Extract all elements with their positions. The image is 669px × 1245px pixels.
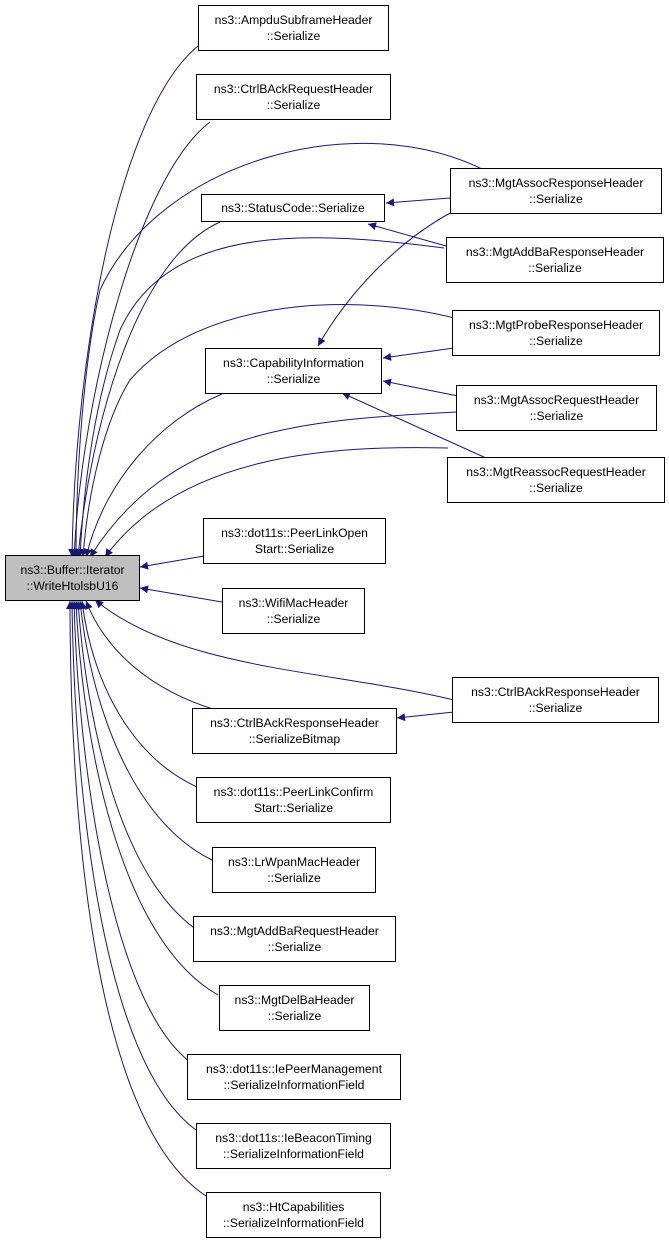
node-mgt-addba-response-header-serialize[interactable]: ns3::MgtAddBaResponseHeader ::Serialize (446, 237, 664, 283)
node-mgt-assoc-response-header-serialize[interactable]: ns3::MgtAssocResponseHeader ::Serialize (450, 168, 662, 214)
node-dot11s-peer-link-confirm-start-serialize[interactable]: ns3::dot11s::PeerLinkConfirm Start::Seri… (196, 777, 391, 823)
edge-reassocreq-to-root (104, 447, 449, 558)
edge-assocresp-to-capinfo (317, 211, 453, 347)
edge-proberesp-to-capinfo (382, 347, 455, 361)
edge-capinfo-to-root (84, 393, 223, 558)
edge-ctrlbackresp-to-root (94, 599, 455, 701)
node-status-code-serialize[interactable]: ns3::StatusCode::Serialize (201, 194, 385, 222)
node-label-line2: ::Serialize (528, 261, 582, 275)
edge-iebeacon-to-root (68, 600, 197, 1131)
node-mgt-reassoc-request-header-serialize[interactable]: ns3::MgtReassocRequestHeader ::Serialize (447, 457, 665, 503)
node-label-line2: ::Serialize (528, 701, 583, 715)
node-label-line1: ns3::CtrlBAckResponseHeader (210, 716, 379, 730)
node-label-line2: ::SerializeBitmap (248, 732, 341, 746)
node-label-line1: ns3::MgtAssocResponseHeader (468, 176, 644, 190)
node-label-line2: ::Serialize (267, 1009, 322, 1023)
edge-ctrlbackresp-to-ctrlbackbitmap (396, 711, 455, 722)
node-label-line1: ns3::CtrlBAckRequestHeader (213, 82, 374, 96)
node-label-line1: ns3::MgtReassocRequestHeader (466, 465, 646, 479)
edge-statuscode-to-root (74, 221, 221, 558)
node-label-line1: ns3::MgtDelBaHeader (234, 993, 355, 1007)
node-mgt-addba-request-header-serialize[interactable]: ns3::MgtAddBaRequestHeader ::Serialize (193, 916, 396, 962)
edge-ctrlbackreq-to-root (70, 121, 211, 558)
node-label-line2: ::Serialize (267, 940, 322, 954)
node-buffer-iterator-writehtolsbu16[interactable]: ns3::Buffer::Iterator ::WriteHtolsbU16 (5, 555, 140, 601)
node-label-line1: ns3::CtrlBAckResponseHeader (471, 685, 640, 699)
node-lr-wpan-mac-header-serialize[interactable]: ns3::LrWpanMacHeader ::Serialize (212, 847, 376, 893)
edge-lrwpan-to-root (76, 600, 213, 861)
node-ampdu-subframe-header-serialize[interactable]: ns3::AmpduSubframeHeader ::Serialize (198, 5, 389, 51)
node-dot11s-ie-peer-management-serialize-information-field[interactable]: ns3::dot11s::IePeerManagement ::Serializ… (187, 1054, 401, 1100)
node-ht-capabilities-serialize-information-field[interactable]: ns3::HtCapabilities ::SerializeInformati… (206, 1192, 381, 1238)
edge-assocreq-to-root (89, 411, 457, 558)
node-label-line1: ns3::dot11s::PeerLinkConfirm (213, 785, 374, 799)
edge-assocresp-to-statuscode (385, 197, 451, 207)
node-label-line2: ::Serialize (266, 372, 321, 386)
node-capability-information-serialize[interactable]: ns3::CapabilityInformation ::Serialize (205, 348, 382, 394)
edge-ampdu-to-root (68, 45, 199, 558)
node-label-line2: Start::Serialize (254, 542, 335, 556)
node-label-line2: ::Serialize (266, 612, 321, 626)
node-ctrl-back-response-header-serialize[interactable]: ns3::CtrlBAckResponseHeader ::Serialize (452, 677, 659, 723)
node-label-line2: ::WriteHtolsbU16 (26, 579, 119, 593)
edge-ctrlbackbitmap-to-root (85, 600, 217, 711)
node-dot11s-peer-link-open-start-serialize[interactable]: ns3::dot11s::PeerLinkOpen Start::Seriali… (203, 518, 386, 564)
edge-delba-to-root (72, 600, 219, 996)
edge-iepeer-to-root (70, 600, 191, 1063)
edge-addbareq-to-root (74, 600, 201, 933)
node-label-line2: ::Serialize (529, 192, 583, 206)
edge-peerlinkconfirm-to-root (79, 600, 205, 791)
edge-wifimac-to-root (139, 585, 223, 603)
node-label-line1: ns3::dot11s::IePeerManagement (206, 1062, 382, 1076)
node-label-line1: ns3::MgtAddBaRequestHeader (210, 924, 379, 938)
node-label-line1: ns3::MgtAssocRequestHeader (473, 393, 640, 407)
node-label-line2: ::Serialize (529, 409, 584, 423)
node-label-line2: ::SerializeInformationField (223, 1147, 364, 1161)
node-label-line2: ::SerializeInformationField (223, 1078, 365, 1092)
node-label-line1: ns3::Buffer::Iterator (20, 563, 125, 577)
node-label-line1: ns3::dot11s::IeBeaconTiming (215, 1131, 372, 1145)
edge-addbaresp-to-root (76, 237, 445, 558)
node-label-line2: ::SerializeInformationField (223, 1216, 364, 1230)
edge-htcap-to-root (66, 600, 207, 1197)
node-label-line2: ::Serialize (529, 334, 583, 348)
node-mgt-assoc-request-header-serialize[interactable]: ns3::MgtAssocRequestHeader ::Serialize (456, 385, 657, 431)
node-dot11s-ie-beacon-timing-serialize-information-field[interactable]: ns3::dot11s::IeBeaconTiming ::SerializeI… (196, 1123, 391, 1169)
node-label-line1: ns3::StatusCode::Serialize (221, 201, 365, 215)
node-label-line1: ns3::HtCapabilities (242, 1200, 345, 1214)
edge-reassocreq-to-capinfo (341, 392, 487, 459)
node-label-line1: ns3::dot11s::PeerLinkOpen (221, 526, 368, 540)
node-label-line1: ns3::MgtProbeResponseHeader (468, 318, 644, 332)
node-label-line2: ::Serialize (267, 871, 321, 885)
node-ctrl-back-response-header-serialize-bitmap[interactable]: ns3::CtrlBAckResponseHeader ::SerializeB… (192, 708, 397, 754)
node-label-line1: ns3::MgtAddBaResponseHeader (465, 245, 645, 259)
node-ctrl-back-request-header-serialize[interactable]: ns3::CtrlBAckRequestHeader ::Serialize (196, 74, 391, 120)
node-mgt-probe-response-header-serialize[interactable]: ns3::MgtProbeResponseHeader ::Serialize (452, 310, 660, 356)
node-label-line1: ns3::WifiMacHeader (238, 596, 349, 610)
node-label-line2: ::Serialize (266, 98, 321, 112)
node-label-line2: Start::Serialize (253, 801, 334, 815)
edge-addbaresp-to-statuscode (367, 222, 447, 247)
node-wifi-mac-header-serialize[interactable]: ns3::WifiMacHeader ::Serialize (222, 588, 365, 634)
node-label-line2: ::Serialize (266, 29, 321, 43)
node-label-line1: ns3::LrWpanMacHeader (227, 855, 361, 869)
node-label-line1: ns3::CapabilityInformation (223, 356, 364, 370)
node-label-line1: ns3::AmpduSubframeHeader (214, 13, 373, 27)
node-label-line2: ::Serialize (529, 481, 583, 495)
edge-peerlinkopen-to-root (139, 555, 205, 570)
edge-assocresp-to-root (72, 142, 489, 558)
edge-assocreq-to-capinfo (382, 378, 459, 397)
edge-proberesp-to-root (79, 304, 470, 558)
node-mgt-delba-header-serialize[interactable]: ns3::MgtDelBaHeader ::Serialize (219, 985, 370, 1031)
